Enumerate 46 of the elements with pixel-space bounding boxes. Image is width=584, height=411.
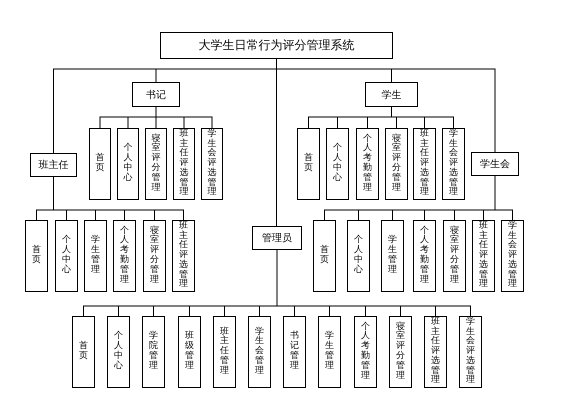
module-box: 学生会评选管理 xyxy=(442,128,465,200)
connector-line xyxy=(494,176,513,220)
module-box: 班主任评选管理 xyxy=(172,220,195,292)
module-box: 学生管理 xyxy=(381,220,404,292)
module-box: 个人考勤管理 xyxy=(113,220,136,292)
module-box: 个人中心 xyxy=(55,220,78,292)
module-box: 班主任评选管理 xyxy=(413,128,436,200)
module-box: 个人考勤管理 xyxy=(354,316,377,388)
module-box: 学生会评选管理 xyxy=(501,220,524,292)
module-box: 班级管理 xyxy=(178,316,201,388)
module-box: 首页 xyxy=(25,220,48,292)
module-box: 班主任管理 xyxy=(213,316,236,388)
module-box: 首页 xyxy=(313,220,336,292)
module-box: 学生会评选管理 xyxy=(201,128,223,200)
module-box: 学院管理 xyxy=(142,316,165,388)
role-box: 学生 xyxy=(365,82,418,107)
module-box: 书记管理 xyxy=(283,316,306,388)
role-box: 班主任 xyxy=(30,153,77,177)
connector-line xyxy=(53,176,184,220)
module-box: 寝室评分管理 xyxy=(143,220,166,292)
module-box: 学生会管理 xyxy=(248,316,271,388)
module-box: 寝室评分管理 xyxy=(145,128,167,200)
connector-line xyxy=(276,58,277,226)
module-box: 班主任评选管理 xyxy=(472,220,495,292)
module-box: 个人考勤管理 xyxy=(356,128,379,200)
module-box: 学生管理 xyxy=(318,316,341,388)
module-box: 个人中心 xyxy=(117,128,139,200)
system-title-box: 大学生日常行为评分管理系统 xyxy=(160,32,393,59)
module-box: 首页 xyxy=(72,316,95,388)
connector-line xyxy=(276,250,471,316)
module-box: 首页 xyxy=(89,128,111,200)
module-box: 寝室评分管理 xyxy=(443,220,466,292)
module-box: 学生管理 xyxy=(84,220,107,292)
role-box: 书记 xyxy=(132,82,180,107)
role-box: 学生会 xyxy=(471,152,519,176)
module-box: 班主任评选管理 xyxy=(173,128,195,200)
module-box: 学生会评选管理 xyxy=(459,316,482,388)
module-box: 个人中心 xyxy=(347,220,370,292)
module-box: 班主任评选管理 xyxy=(424,316,447,388)
module-box: 寝室评分管理 xyxy=(389,316,412,388)
module-box: 首页 xyxy=(297,128,320,200)
module-box: 寝室评分管理 xyxy=(385,128,408,200)
module-box: 个人中心 xyxy=(326,128,349,200)
role-box: 管理员 xyxy=(252,226,302,250)
module-box: 个人中心 xyxy=(107,316,130,388)
module-box: 个人考勤管理 xyxy=(413,220,436,292)
